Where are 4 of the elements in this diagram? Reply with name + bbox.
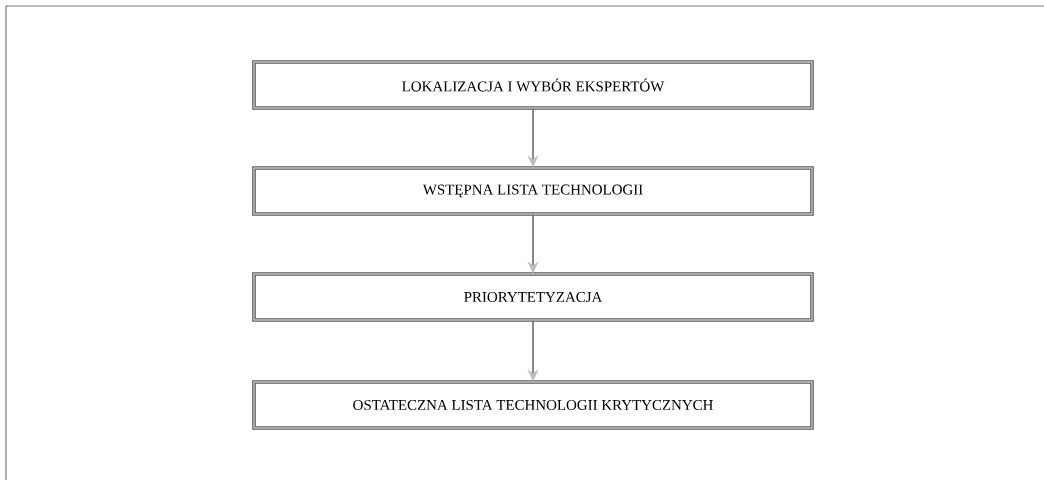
process-box: LOKALIZACJA I WYBÓR EKSPERTÓW: [252, 60, 814, 110]
process-box: WSTĘPNA LISTA TECHNOLOGII: [252, 166, 814, 216]
process-box: OSTATECZNA LISTA TECHNOLOGII KRYTYCZNYCH: [252, 380, 814, 430]
process-box: PRIORYTETYZACJA: [252, 272, 814, 322]
